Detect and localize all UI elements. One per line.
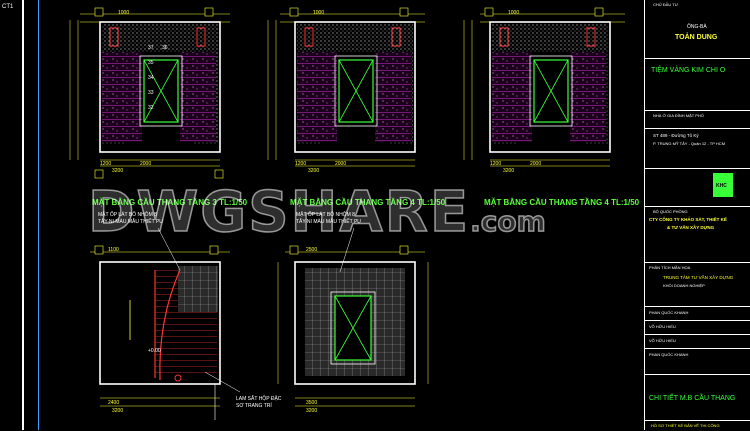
tb-role-name: PHAN QUỐC KHANH [649,310,689,315]
title-block: CHỦ ĐẦU TƯ ÔNG-BÀ TOẢN DUNG TIỆM VÀNG KI… [644,0,750,430]
tb-type-row: NHÀ Ở GIA ĐÌNH MẶT PHỐ [645,110,750,123]
dimension-label: 3200 [503,168,515,174]
step-number: 34 [148,75,154,81]
tb-company-line1: BỘ QUỐC PHÒNG [653,209,688,214]
plan-title-floor4-b: MẶT BẰNG CẦU THANG TẦNG 4 TL:1/50 [484,198,640,207]
dimension-label: 2500 [306,247,318,253]
dimension-label: 1200 [295,161,307,167]
note-iron-bar-line1: LAM SẮT HỘP ĐẶC [236,396,282,402]
plan-floor4-b [463,7,625,167]
tb-company-line3: & TƯ VẤN XÂY DỰNG [667,225,715,230]
plan-stair-detail-grid [277,245,429,407]
company-logo [713,173,733,197]
tb-drawing-title-row: CHI TIẾT M.B CẦU THANG [645,374,750,415]
sheet-frame-left-inner [38,0,39,430]
note-tile-2-line1: MẶT ỐP LÁT BỐ NHÔM 8 [296,212,355,218]
tb-company-row: BỘ QUỐC PHÒNG CTY CÔNG TY KHẢO SÁT, THIẾ… [645,206,750,243]
step-number: 33 [148,90,154,96]
note3-leader [204,371,241,393]
plan-floor4-a [267,7,425,167]
tb-role-row-1: PHAN QUỐC KHANH [645,306,750,319]
dimension-label: 3200 [112,168,124,174]
tb-drawing-title: CHI TIẾT M.B CẦU THANG [649,395,736,402]
dimension-label: 1000 [118,10,130,16]
plan-stair-detail-red: +0.00 [90,245,230,420]
dimension-label: 1000 [313,10,325,16]
tb-client-heading: CHỦ ĐẦU TƯ [653,2,679,7]
dimension-label: 2000 [335,161,347,167]
tb-owner-label: ÔNG-BÀ [687,24,707,30]
tb-logo-row: KHC [645,168,750,203]
plan-title-floor3: MẶT BẰNG CẦU THANG TẦNG 3 TL:1/50 [92,198,248,207]
tb-project-row: TIỆM VÀNG KIM CHI O [645,58,750,85]
note2-leader [339,227,355,273]
tb-address-row: ST 489 - Đường Tô Ký P. TRUNG MỸ TÂY - Q… [645,128,750,151]
dimension-label: 1200 [490,161,502,167]
dimension-label: 3200 [308,168,320,174]
tb-footer-row: HỒ SƠ THIẾT KẾ BẢN VẼ THI CÔNG [645,420,750,431]
tb-address-line2: P. TRUNG MỸ TÂY - Quận 12 - TP HCM [653,141,726,146]
step-number: 35 [148,60,154,66]
dimension-label: 3200 [112,408,124,414]
tb-owner-name: TOẢN DUNG [675,34,718,41]
dimension-label: 1100 [108,247,119,253]
tb-header-row: CHỦ ĐẦU TƯ [645,0,750,10]
tb-role-row-4: PHAN QUỐC KHANH [645,348,750,361]
step-number: 32 [148,105,154,111]
step-number: 37 [148,45,154,51]
tb-role-name: VÕ HỮU HIẾU [649,338,676,343]
dimension-label: 2000 [530,161,542,167]
tb-center-line2: TRUNG TÂM TƯ VẤN XÂY DỰNG [663,275,734,280]
plan-floor3 [69,7,230,179]
dimension-label: 1200 [100,161,112,167]
svg-text:+0.00: +0.00 [148,348,161,354]
dimension-label: 3200 [306,408,318,414]
note-iron-bar-line2: SƠ TRANG TRÍ [236,403,272,409]
dimension-label: 2400 [108,400,120,406]
tb-logo-text: KHC [716,183,727,189]
tb-project-name: TIỆM VÀNG KIM CHI O [651,67,726,74]
note-tile-1-line2: TÂY-NI MÀU MẪU THIẾT PU [98,219,163,225]
dimension-label: 3500 [306,400,318,406]
tb-role-name: VÕ HỮU HIẾU [649,324,676,329]
tb-owner-row: ÔNG-BÀ TOẢN DUNG [645,18,750,52]
plan-title-floor4-a: MẶT BẰNG CẦU THANG TẦNG 4 TL:1/50 [290,198,446,207]
step-number: 36 [162,45,168,51]
tb-role-row-3: VÕ HỮU HIẾU [645,334,750,347]
note1-leader [157,227,181,271]
tb-role-row-2: VÕ HỮU HIẾU [645,320,750,333]
note-tile-2-line2: TÂY-NI MÀU MẪU THIẾT PU [296,219,361,225]
tb-address-line1: ST 489 - Đường Tô Ký [653,133,699,138]
sheet-frame-left [22,0,24,430]
tb-role-name: PHAN QUỐC KHANH [649,352,689,357]
dimension-label: 2000 [140,161,152,167]
tb-building-type: NHÀ Ở GIA ĐÌNH MẶT PHỐ [653,113,704,118]
tb-center-line1: PHÂN TÍCH MÃN HỌA [649,265,691,270]
watermark: DWGSHARE.com [87,179,546,246]
tb-footer: HỒ SƠ THIẾT KẾ BẢN VẼ THI CÔNG [651,423,720,428]
note-tile-1-line1: MẶT ỐP LÁT BỐ NHÔM 8 [98,212,157,218]
cad-drawing-canvas[interactable]: +0.00 [40,0,640,430]
tb-center-row: PHÂN TÍCH MÃN HỌA TRUNG TÂM TƯ VẤN XÂY D… [645,262,750,299]
dimension-label: 1000 [508,10,520,16]
sheet-number: CT1 [2,4,14,10]
tb-company-line2: CTY CÔNG TY KHẢO SÁT, THIẾT KẾ [649,217,727,222]
tb-center-line3: KHỐI DOANH NGHIỆP [663,283,705,288]
